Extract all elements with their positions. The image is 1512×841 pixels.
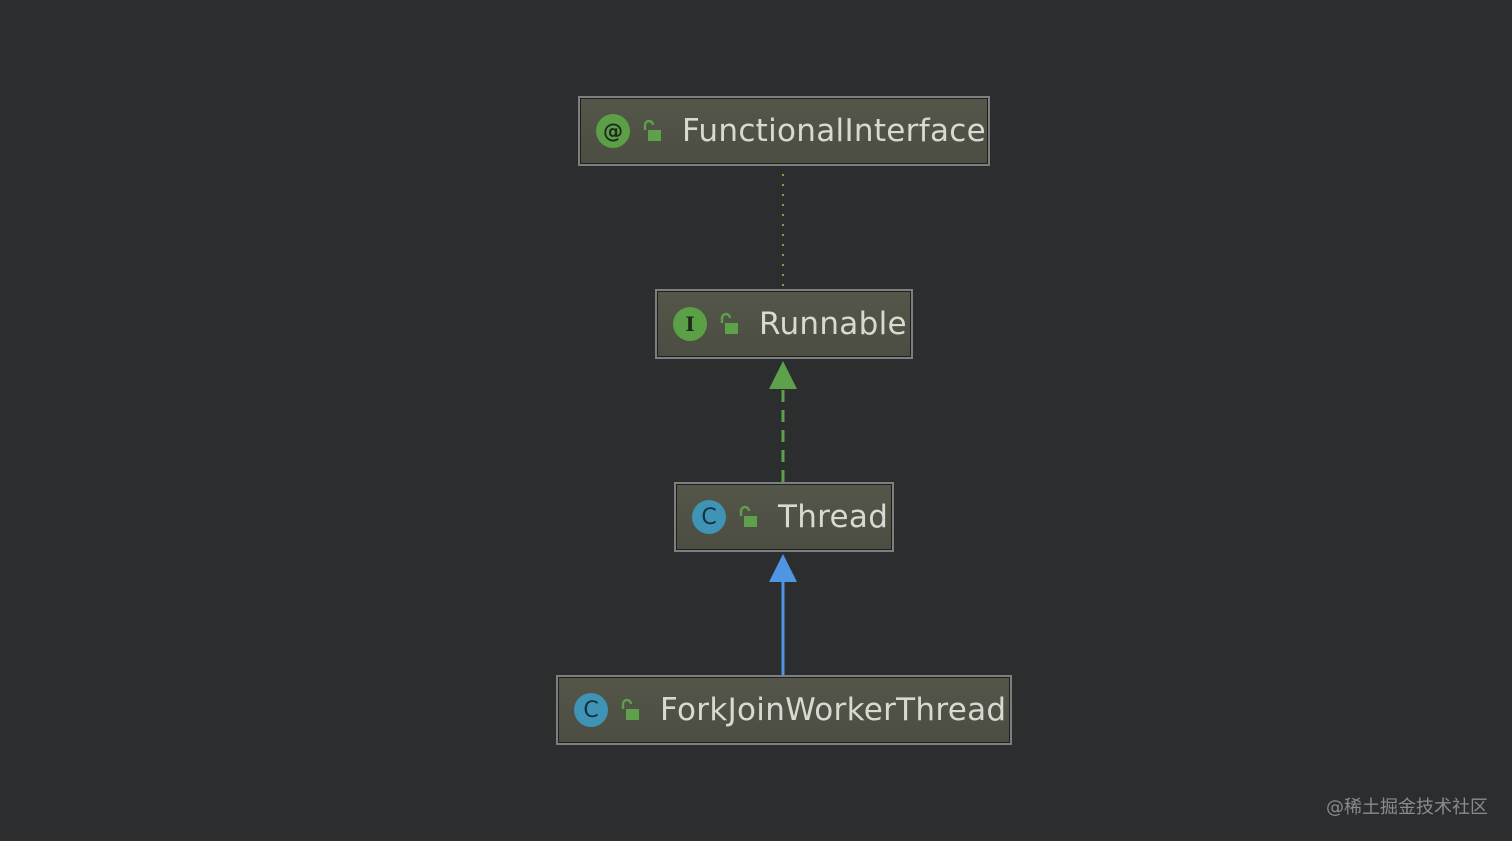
- node-label: Runnable: [759, 306, 907, 342]
- node-label: ForkJoinWorkerThread: [660, 692, 1007, 728]
- node-fork-join-worker-thread[interactable]: C ForkJoinWorkerThread: [556, 675, 1012, 745]
- annotation-type-icon: @: [596, 114, 630, 148]
- arrowhead-forkjoinworkerthread-to-thread: [769, 554, 797, 582]
- node-label: Thread: [778, 499, 889, 535]
- node-thread[interactable]: C Thread: [674, 482, 894, 552]
- unlocked-padlock-icon: [720, 312, 738, 334]
- unlocked-padlock-icon: [643, 119, 661, 141]
- unlocked-padlock-icon: [739, 505, 757, 527]
- class-type-icon: C: [574, 693, 608, 727]
- unlocked-padlock-icon: [621, 698, 639, 720]
- interface-type-icon: I: [673, 307, 707, 341]
- arrowhead-thread-to-runnable: [769, 361, 797, 389]
- watermark-text: @稀土掘金技术社区: [1326, 797, 1488, 818]
- node-runnable[interactable]: I Runnable: [655, 289, 913, 359]
- node-label: FunctionalInterface: [682, 113, 986, 149]
- node-functional-interface[interactable]: @ FunctionalInterface: [578, 96, 990, 166]
- class-type-icon: C: [692, 500, 726, 534]
